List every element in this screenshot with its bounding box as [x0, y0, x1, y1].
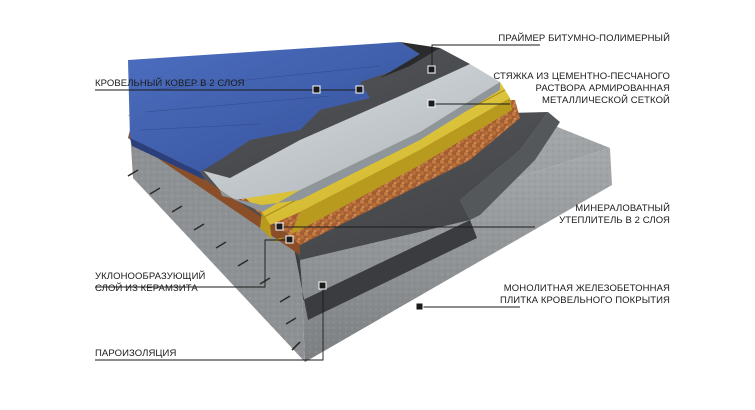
- label-screed-line2: РАСТВОРА АРМИРОВАННАЯ: [535, 83, 670, 94]
- label-insulation-line1: МИНЕРАЛОВАТНЫЙ: [575, 203, 670, 214]
- label-screed-line3: МЕТАЛЛИЧЕСКОЙ СЕТКОЙ: [541, 95, 670, 106]
- label-slope-line2: СЛОЙ ИЗ КЕРАМЗИТА: [95, 283, 198, 294]
- leader-markers: [275, 65, 436, 311]
- label-insulation-line2: УТЕПЛИТЕЛЬ В 2 СЛОЯ: [559, 215, 670, 226]
- label-primer: ПРАЙМЕР БИТУМНО-ПОЛИМЕРНЫЙ: [498, 33, 670, 44]
- label-vapor-barrier: ПАРОИЗОЛЯЦИЯ: [95, 348, 177, 359]
- label-slope-line1: УКЛОНООБРАЗУЮЩИЙ: [95, 271, 206, 282]
- roofing-carpet-top: [128, 42, 420, 172]
- label-slab-line1: МОНОЛИТНАЯ ЖЕЛЕЗОБЕТОННАЯ: [503, 283, 670, 294]
- vapor-barrier-edge: [294, 220, 477, 320]
- label-roof-carpet: КРОВЕЛЬНЫЙ КОВЕР В 2 СЛОЯ: [95, 78, 245, 89]
- label-screed-line1: СТЯЖКА ИЗ ЦЕМЕНТНО-ПЕСЧАНОГО: [493, 71, 670, 82]
- leader-lines: [95, 44, 540, 361]
- label-slab-line2: ПЛИТКА КРОВЕЛЬНОГО ПОКРЫТИЯ: [500, 295, 670, 306]
